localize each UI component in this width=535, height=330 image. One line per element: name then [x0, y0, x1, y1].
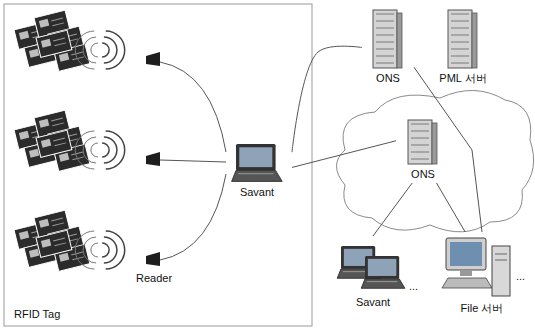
radio-wave	[83, 137, 96, 163]
device-node: ONS	[362, 8, 414, 87]
radio-wave	[83, 37, 96, 63]
part-label: Reader	[136, 272, 172, 285]
radio-wave	[106, 31, 125, 69]
server-icon	[408, 120, 437, 164]
radio-wave	[75, 231, 94, 269]
device-icon	[440, 232, 528, 302]
rfid-tag	[36, 230, 72, 257]
radio-wave	[106, 231, 125, 269]
ellipsis-label: ...	[516, 270, 525, 283]
reader-device	[146, 52, 160, 66]
rfid-tags	[14, 10, 160, 271]
device-icon	[362, 8, 418, 72]
part-label: RFID Tag	[14, 308, 60, 321]
tag-group	[14, 210, 160, 271]
device-node: File 서버	[440, 232, 524, 317]
server-icon	[373, 10, 402, 68]
reader-wire	[160, 174, 226, 260]
device-label: ONS	[362, 72, 414, 85]
radio-wave	[75, 131, 94, 169]
radio-wave	[102, 243, 109, 257]
device-icon	[396, 118, 454, 168]
rfid-tag	[36, 130, 72, 157]
network-link	[292, 46, 362, 152]
radio-wave	[91, 243, 98, 257]
device-icon	[428, 8, 502, 72]
radio-wave	[91, 43, 98, 57]
radio-wave	[106, 131, 125, 169]
laptops-icon	[337, 246, 405, 288]
network-link	[292, 141, 396, 168]
tag-group	[14, 110, 160, 171]
device-node: PML 서버	[428, 8, 498, 87]
radio-wave	[104, 237, 117, 263]
radio-wave	[104, 37, 117, 63]
device-label: File 서버	[440, 302, 524, 315]
reader-wires	[160, 62, 226, 260]
network-link	[373, 183, 412, 236]
reader-wire	[160, 62, 226, 152]
radio-wave	[83, 237, 96, 263]
device-label: PML 서버	[428, 72, 498, 85]
device-node: Savant	[222, 140, 292, 201]
panel-frame	[4, 4, 312, 326]
radio-wave	[75, 31, 94, 69]
reader-device	[146, 252, 160, 266]
device-icon	[222, 140, 296, 186]
server-icon	[448, 10, 477, 68]
radio-wave	[102, 43, 109, 57]
device-label: Savant	[335, 296, 411, 309]
device-node: Savant	[335, 236, 411, 311]
device-label: ONS	[396, 168, 450, 181]
reader-wire	[160, 160, 226, 162]
laptop-icon	[232, 144, 283, 181]
radio-wave	[102, 143, 109, 157]
radio-wave	[104, 137, 117, 163]
rfid-tag	[36, 30, 72, 57]
network-cloud	[337, 90, 534, 231]
radio-wave	[91, 143, 98, 157]
network-link	[437, 183, 466, 232]
device-node: ONS	[396, 118, 450, 183]
reader-device	[146, 152, 160, 166]
device-icon	[335, 236, 415, 296]
pc-icon	[442, 238, 510, 296]
device-label: Savant	[222, 186, 292, 199]
ellipsis-label: ...	[409, 280, 418, 293]
tag-group	[14, 10, 160, 71]
